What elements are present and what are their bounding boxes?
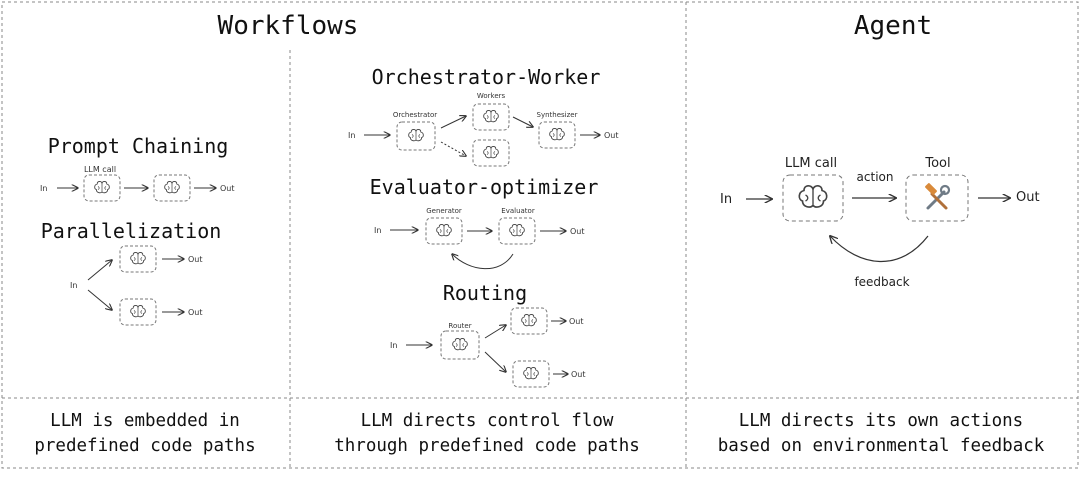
llm-node [396, 121, 436, 151]
brain-icon [94, 181, 110, 194]
orchestrator-worker-title: Orchestrator-Worker [372, 65, 601, 89]
llm-node [472, 139, 510, 167]
footer-col3-line2: based on environmental feedback [718, 436, 1045, 456]
brain-icon [452, 338, 468, 351]
brain-icon [164, 181, 180, 194]
orchestrator-in-label: In [348, 131, 355, 140]
agent-out-label: Out [1016, 190, 1040, 205]
brain-icon [523, 367, 539, 380]
routing-out-bottom-label: Out [571, 370, 586, 379]
orchestrator-out-label: Out [604, 131, 619, 140]
agent-diagram: In LLM call action Tool Out feedback [720, 156, 1040, 289]
routing-arrow-down [484, 351, 506, 372]
parallelization-diagram: Parallelization In Out Out [41, 219, 222, 326]
workflows-header: Workflows [218, 11, 359, 41]
footer-col2-line2: through predefined code paths [334, 436, 640, 456]
routing-arrow-up [484, 325, 506, 339]
evaluator-optimizer-title: Evaluator-optimizer [370, 175, 599, 199]
prompt-chaining-out-label: Out [220, 184, 235, 193]
brain-icon [549, 128, 565, 141]
brain-icon [483, 110, 499, 123]
brain-icon [436, 224, 452, 237]
routing-diagram: Routing In Router Out Out [390, 281, 586, 388]
llm-node [510, 307, 548, 335]
footer-col2-line1: LLM directs control flow [361, 411, 614, 431]
prompt-chaining-llm-call-label: LLM call [84, 165, 116, 174]
llm-node [498, 217, 536, 245]
orchestrator-arrow-down [440, 141, 466, 156]
evaluator-label: Evaluator [501, 207, 535, 215]
llm-node [83, 174, 121, 202]
brain-icon [483, 146, 499, 159]
agent-feedback-arrow [830, 236, 929, 263]
agent-header: Agent [854, 11, 932, 41]
agent-action-label: action [857, 170, 894, 184]
brain-icon [130, 252, 146, 265]
parallelization-arrow-down [87, 289, 112, 310]
parallelization-out-top-label: Out [188, 255, 203, 264]
hammer-wrench-icon [925, 183, 951, 210]
routing-in-label: In [390, 341, 397, 350]
agent-llm-call-label: LLM call [785, 156, 837, 171]
evaluator-in-label: In [374, 226, 381, 235]
footer-col3-line1: LLM directs its own actions [739, 411, 1023, 431]
brain-icon [521, 314, 537, 327]
parallelization-in-label: In [70, 281, 77, 290]
prompt-chaining-in-label: In [40, 184, 47, 193]
parallelization-arrow-up [87, 260, 112, 281]
brain-icon [130, 305, 146, 318]
orchestrator-arrow-up [440, 116, 466, 129]
prompt-chaining-diagram: Prompt Chaining In LLM call Out [40, 134, 235, 202]
llm-node [538, 121, 576, 149]
llm-node [512, 360, 550, 388]
footer-col1-line1: LLM is embedded in [50, 411, 240, 431]
parallelization-title: Parallelization [41, 219, 222, 243]
evaluator-optimizer-diagram: Evaluator-optimizer In Generator Evaluat… [370, 175, 599, 270]
workers-label: Workers [477, 92, 506, 100]
synthesizer-label: Synthesizer [537, 111, 578, 119]
llm-node [119, 245, 157, 273]
brain-icon [509, 224, 525, 237]
prompt-chaining-title: Prompt Chaining [48, 134, 229, 158]
orchestrator-label: Orchestrator [393, 111, 437, 119]
agent-feedback-label: feedback [854, 275, 909, 289]
llm-node [440, 330, 480, 360]
llm-node [425, 217, 463, 245]
parallelization-out-bottom-label: Out [188, 308, 203, 317]
llm-node [119, 298, 157, 326]
generator-label: Generator [426, 207, 462, 215]
evaluator-feedback-arrow [452, 254, 514, 270]
brain-icon [408, 129, 424, 142]
footer-col1-line2: predefined code paths [34, 436, 255, 456]
outer-frame [1, 1, 1079, 469]
routing-out-top-label: Out [569, 317, 584, 326]
router-label: Router [448, 322, 471, 330]
footer: LLM is embedded in predefined code paths… [34, 411, 1044, 456]
llm-node [153, 174, 191, 202]
evaluator-out-label: Out [570, 227, 585, 236]
brain-icon [798, 184, 828, 208]
orchestrator-worker-diagram: Orchestrator-Worker In Orchestrator Work… [348, 65, 619, 167]
agent-in-label: In [720, 192, 732, 207]
workers-arrow-to-synth [512, 116, 533, 127]
llm-node [472, 103, 510, 131]
agent-tool-label: Tool [924, 156, 950, 171]
routing-title: Routing [443, 281, 527, 305]
agent-llm-node [782, 174, 844, 222]
agent-tool-node [905, 174, 969, 222]
